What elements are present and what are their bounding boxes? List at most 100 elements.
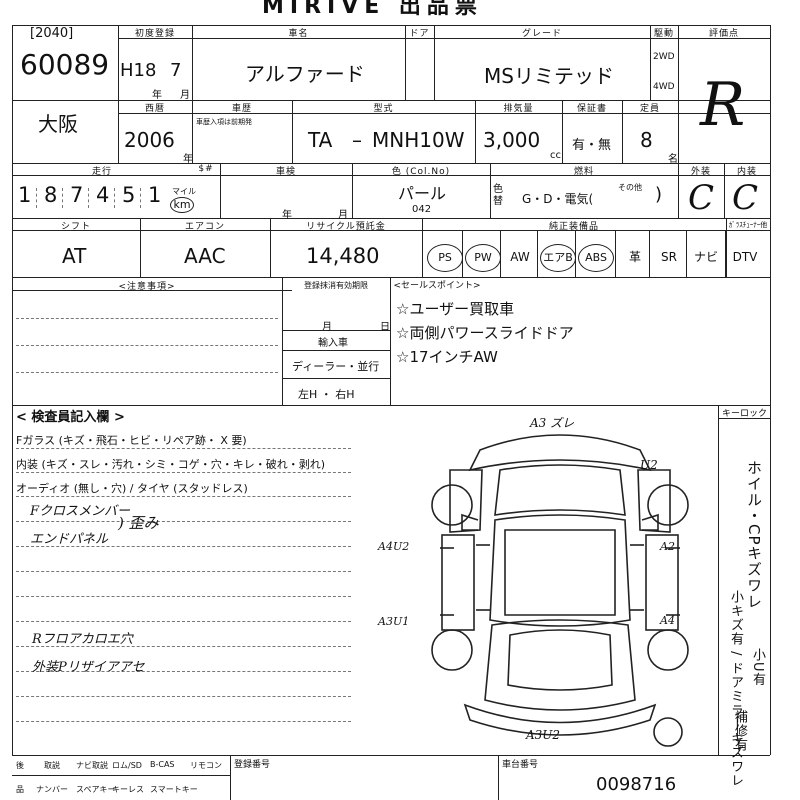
capacity-unit: 名: [668, 154, 678, 165]
footer-item: ロム/SD: [112, 761, 142, 770]
sales-point-item: ☆17インチAW: [396, 348, 498, 366]
mileage-digit: 8: [44, 183, 58, 207]
mileage-label: 走行: [91, 167, 112, 177]
inspection-label: 車検: [275, 167, 296, 177]
equipment-left-label: ｶﾞﾗｽﾁｭｰﾅｰ他: [728, 221, 768, 229]
footer-item: 後: [16, 761, 24, 770]
model-code-label: 型式: [373, 104, 394, 114]
registration-day: 日: [380, 322, 390, 333]
warranty-value: 有・無: [572, 138, 612, 153]
footer-item: 取説: [44, 761, 60, 770]
first-reg-year-unit: 年: [152, 90, 162, 101]
drive-2wd: 2WD: [653, 52, 675, 62]
registration-deadline-label: 登録抹消有効期限: [304, 281, 368, 290]
color-code: 042: [412, 204, 432, 215]
car-damage-diagram: [431, 434, 689, 747]
drive-label: 駆動: [653, 29, 674, 39]
footer-item: キーレス: [112, 785, 144, 794]
aircon-label: エアコン: [184, 222, 225, 232]
equipment-label: 純正装備品: [548, 222, 599, 232]
capacity-value: 8: [640, 128, 653, 152]
inspector-note-1: Fクロスメンバー: [30, 504, 131, 519]
sales-points-label: <セールスポイント>: [393, 281, 481, 291]
model-code-prefix: TA: [308, 128, 333, 152]
vehicle-history-note: 車歴入項は前期発: [196, 118, 252, 126]
grade-label: グレード: [521, 29, 562, 39]
mileage-unit-mile: マイル: [172, 187, 196, 196]
footer-item: B-CAS: [150, 760, 175, 769]
form-title: MIRIVE 出品票: [262, 0, 483, 19]
model-code-dash: –: [352, 128, 362, 152]
equipment-item: SR: [661, 250, 677, 264]
car-name-label: 車名: [288, 29, 309, 39]
fuel-other: その他: [618, 183, 642, 192]
fuel-label: 燃料: [573, 167, 594, 177]
legend-line-2: 小キズ有 / ドアミラーキズワレ: [728, 590, 743, 788]
displacement-value: 3,000: [483, 128, 541, 152]
lot-code: [2040]: [30, 26, 74, 41]
capacity-label: 定員: [639, 104, 660, 114]
displacement-label: 排気量: [503, 104, 534, 114]
location: 大阪: [38, 112, 78, 136]
equipment-item: PW: [465, 244, 501, 272]
import-dealer: ディーラー・並行: [292, 360, 380, 373]
damage-mark-right-mid: A2: [660, 540, 675, 553]
footer-item: ナンバー: [36, 785, 68, 794]
car-name-value: アルファード: [245, 62, 365, 86]
damage-mark-right-low: A4: [660, 614, 675, 627]
footer-item: 品: [16, 785, 24, 794]
legend-line-1: ホイル・CPキズワレ: [745, 460, 763, 610]
interior-value: C: [732, 178, 759, 218]
registration-month: 月: [322, 322, 332, 333]
mileage-digit: 5: [122, 183, 136, 207]
inspector-label: < 検査員記入欄 >: [16, 410, 125, 425]
damage-mark-left-mid: A4U2: [378, 540, 410, 553]
damage-mark-top: A3 ズレ: [530, 416, 575, 430]
footer-item: スマートキー: [150, 785, 198, 794]
footer-item: リモコン: [190, 761, 222, 770]
inspection-year-unit: 年: [282, 210, 292, 221]
sales-point-item: ☆ユーザー買取車: [396, 300, 515, 318]
color-change-label: 色替: [493, 184, 503, 207]
damage-mark-bottom: A3U2: [526, 728, 561, 742]
recycle-label: リサイクル預託金: [306, 222, 386, 232]
exterior-label: 外装: [690, 167, 711, 177]
inspector-audio: オーディオ (無し・穴) / タイヤ (スタッドレス): [16, 482, 248, 495]
model-year-value: 2006: [124, 128, 175, 152]
damage-mark-left-low: A3U1: [378, 615, 410, 628]
score-value: R: [700, 70, 746, 140]
equipment-item: ABS: [578, 244, 614, 272]
color-value: パール: [398, 184, 447, 203]
mileage-digit: 4: [96, 183, 110, 207]
first-reg-era-year: H18: [120, 60, 157, 81]
grade-value: MSリミテッド: [484, 64, 614, 88]
vehicle-history-label: 車歴: [231, 104, 252, 114]
notes-label: <注意事項>: [118, 282, 176, 292]
recycle-value: 14,480: [306, 244, 380, 268]
inspection-month-unit: 月: [338, 210, 348, 221]
drive-4wd: 4WD: [653, 82, 675, 92]
score-label: 評価点: [708, 29, 739, 39]
mileage-unit-km: km: [170, 197, 194, 213]
legend-line-3: 小U有: [750, 648, 765, 687]
warranty-label: 保証書: [576, 104, 607, 114]
lot-number: 60089: [20, 48, 110, 81]
odo-label: $#: [198, 164, 214, 174]
equipment-item: ナビ: [693, 250, 718, 264]
model-year-label: 西暦: [144, 104, 165, 114]
shift-value: AT: [62, 244, 87, 268]
fuel-close-paren: ): [655, 184, 663, 205]
first-reg-month-unit: 月: [180, 90, 190, 101]
inspector-note-2: エンドパネル: [30, 532, 109, 547]
footer-item: スペアキー: [76, 785, 116, 794]
exterior-value: C: [688, 178, 715, 218]
damage-mark-right-top: U2: [640, 458, 658, 472]
inspector-glass: Fガラス (キズ・飛石・ヒビ・リペア跡・ X 要): [16, 434, 247, 447]
inspector-note-5: 外装Pリザイアアセ: [32, 660, 145, 675]
first-reg-month: 7: [170, 60, 182, 81]
mileage-digit: 1: [148, 183, 162, 207]
equipment-item: AW: [510, 250, 530, 264]
mileage-digit: 7: [70, 183, 84, 207]
first-reg-label: 初度登録: [134, 29, 175, 39]
fuel-value: G・D・電気(: [522, 192, 594, 206]
